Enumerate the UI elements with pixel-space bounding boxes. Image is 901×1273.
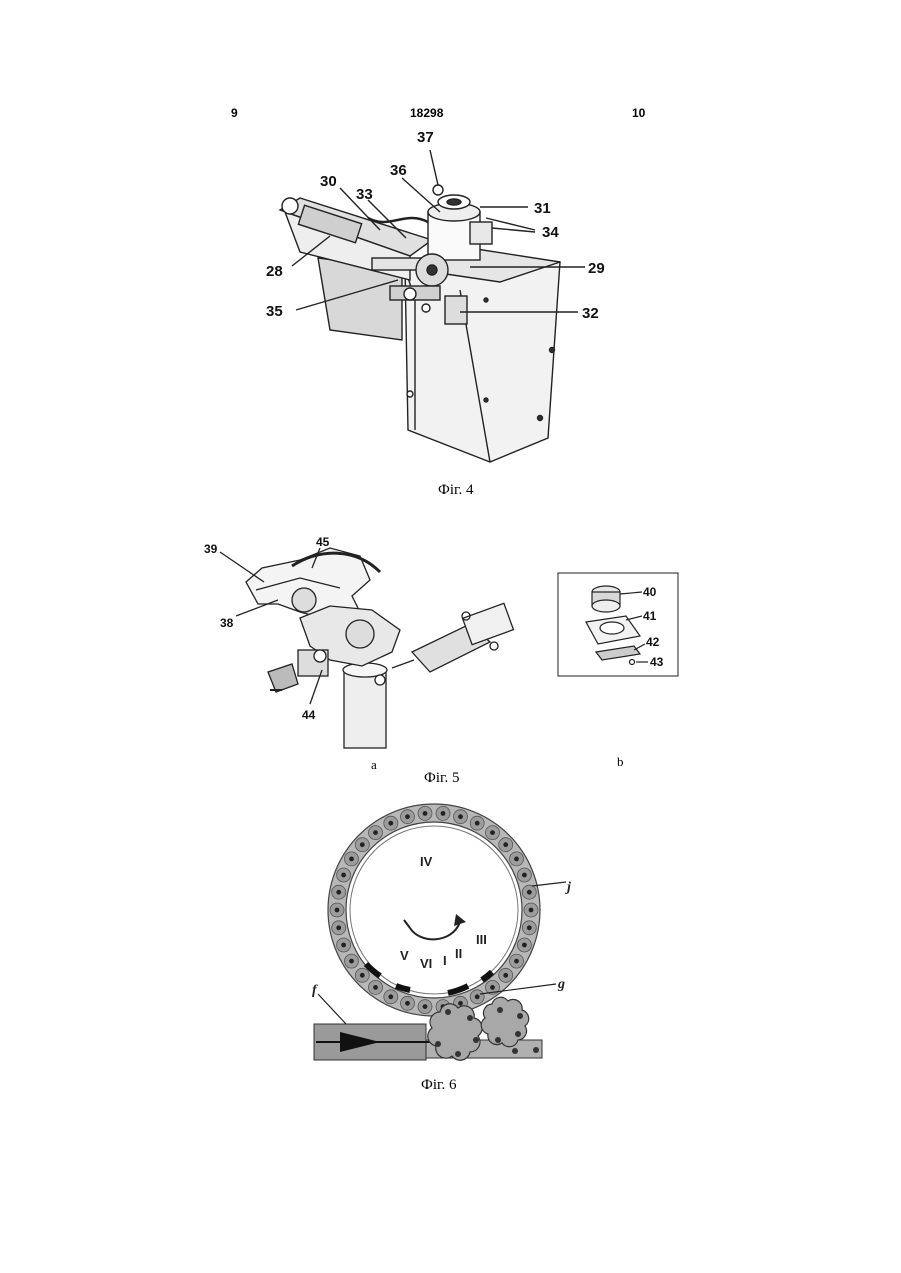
ring-cell-center	[522, 873, 527, 878]
ring-cell-center	[475, 821, 480, 826]
label-35: 35	[266, 303, 283, 320]
figure-5-caption: Фіг. 5	[424, 770, 459, 787]
ring-cell-center	[503, 842, 508, 847]
ring-cell-center	[423, 811, 428, 816]
ring-cell-center	[458, 1001, 463, 1006]
label-30: 30	[320, 173, 337, 190]
label-32: 32	[582, 305, 599, 322]
ring-cell-center	[336, 925, 341, 930]
ring-cell-center	[441, 811, 446, 816]
figure-6-drawing	[314, 804, 566, 1060]
ring-cell-center	[490, 830, 495, 835]
ring-cell-center	[388, 994, 393, 999]
ring-cell-center	[388, 821, 393, 826]
station-vi: VI	[420, 956, 432, 971]
figure-5-part-b-label: b	[617, 754, 624, 770]
ring-cell-center	[514, 857, 519, 862]
ring-cell-center	[341, 943, 346, 948]
station-ii: II	[455, 946, 462, 961]
label-43: 43	[650, 655, 664, 669]
label-34: 34	[542, 224, 559, 241]
label-38: 38	[220, 616, 234, 630]
label-29: 29	[588, 260, 605, 277]
ring-cell-center	[529, 908, 534, 913]
label-31: 31	[534, 200, 551, 217]
ring-cell-center	[335, 908, 340, 913]
figure-4-caption: Фіг. 4	[438, 482, 473, 499]
label-40: 40	[643, 585, 657, 599]
station-v: V	[400, 948, 409, 963]
ring-cell-center	[373, 985, 378, 990]
label-39: 39	[204, 542, 218, 556]
ring-cell-center	[503, 973, 508, 978]
label-37: 37	[417, 129, 434, 146]
station-iii: III	[476, 932, 487, 947]
ring-cell-center	[527, 925, 532, 930]
label-44: 44	[302, 708, 316, 722]
station-iv: IV	[420, 854, 433, 869]
label-36: 36	[390, 162, 407, 179]
figure-5a-drawing	[220, 548, 513, 748]
label-45: 45	[316, 535, 330, 549]
figure-6-caption: Фіг. 6	[421, 1077, 456, 1094]
ring-cell-center	[522, 943, 527, 948]
letter-f: f	[312, 983, 318, 998]
letter-g: g	[557, 977, 565, 992]
figure-4-drawing	[280, 150, 585, 462]
ring-cell-center	[349, 857, 354, 862]
ring-cell-center	[341, 873, 346, 878]
label-28: 28	[266, 263, 283, 280]
ring-cell-center	[336, 890, 341, 895]
ring-cell-center	[360, 842, 365, 847]
label-41: 41	[643, 609, 657, 623]
ring-cell-center	[405, 1001, 410, 1006]
station-i: I	[443, 953, 447, 968]
ring-cell-center	[458, 814, 463, 819]
ring-cell-center	[514, 959, 519, 964]
ring-cell-center	[527, 890, 532, 895]
ring-cell-center	[373, 830, 378, 835]
figure-5-part-a-label: a	[371, 757, 377, 773]
ring-cell-center	[423, 1004, 428, 1009]
ring-cell-center	[490, 985, 495, 990]
ring-cell-center	[405, 814, 410, 819]
label-33: 33	[356, 186, 373, 203]
label-42: 42	[646, 635, 660, 649]
figure-5b-labels: 40 41 42 43	[643, 585, 664, 669]
ring-cell-center	[360, 973, 365, 978]
ring-cell-center	[475, 994, 480, 999]
ring-cell-center	[349, 959, 354, 964]
